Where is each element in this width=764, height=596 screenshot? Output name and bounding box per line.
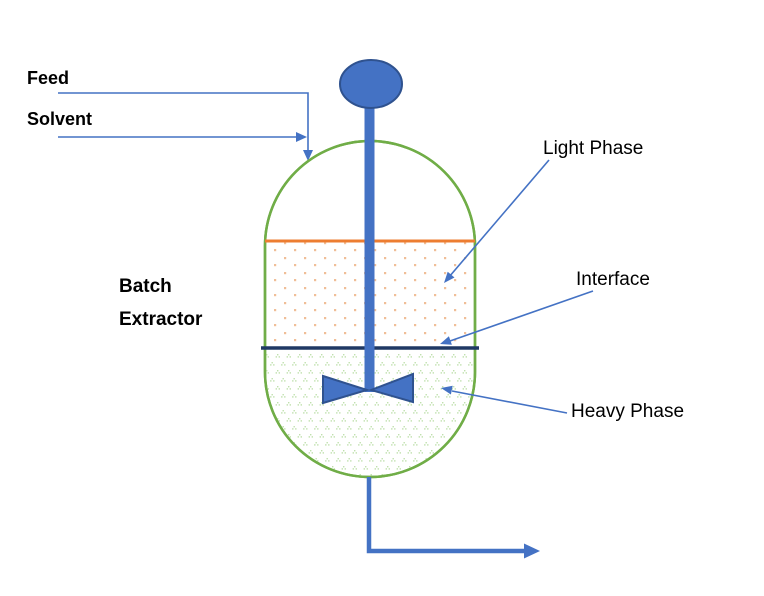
interface-arrowhead-icon [440, 336, 452, 345]
light-phase-label: Light Phase [543, 138, 644, 159]
interface-connector-line [449, 290, 594, 342]
vessel-label: Batch Extractor [119, 276, 203, 330]
bottom-outlet-arrowhead-icon [524, 543, 540, 559]
heavy-phase-label: Heavy Phase [571, 401, 685, 422]
solvent-arrowhead-icon [296, 132, 307, 142]
light-phase-connector-line [448, 159, 550, 278]
impeller-right-blade [367, 372, 414, 404]
motor-icon [339, 59, 403, 109]
impeller-left-blade [322, 374, 371, 405]
feed-label: Feed [27, 68, 70, 88]
heavy-phase-connector-line [451, 390, 568, 414]
solvent-label: Solvent [27, 109, 93, 129]
interface-label: Interface [576, 269, 650, 290]
heavy-phase-arrowhead-icon [441, 385, 453, 395]
feed-arrowhead-icon [303, 150, 313, 161]
light-phase-arrowhead-icon [444, 271, 455, 283]
vessel-outline-top [263, 139, 477, 479]
feed-connector-line [58, 92, 309, 151]
bottom-outlet-line [366, 477, 525, 554]
